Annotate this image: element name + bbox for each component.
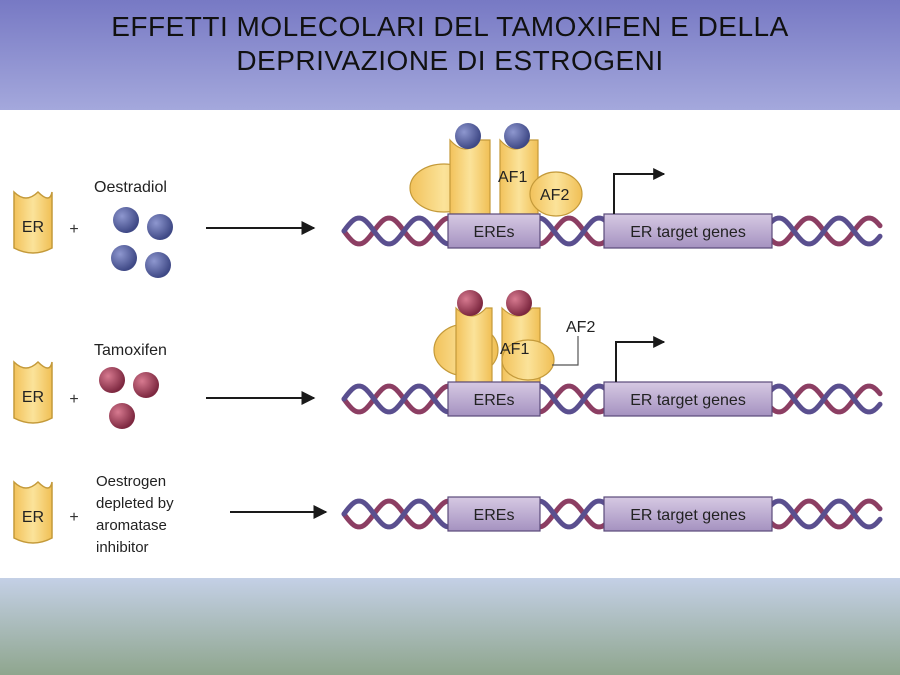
target-gene-box: ER target genes — [603, 496, 773, 532]
ligand-label-oestradiol: Oestradiol — [94, 179, 167, 196]
slide-title-line-2: DEPRIVAZIONE DI ESTROGENI — [236, 45, 664, 76]
mechanism-diagram: ER + Oestradiol AF1 AF2 EREs ER — [13, 123, 883, 556]
ligand-label-line: inhibitor — [96, 539, 149, 556]
ere-box: EREs — [447, 381, 541, 417]
target-gene-box: ER target genes — [603, 213, 773, 249]
transcription-arrow — [613, 168, 666, 214]
ere-label: EREs — [474, 224, 515, 241]
estrogen-receptor: ER — [13, 360, 53, 424]
estrogen-receptor: ER — [13, 480, 53, 544]
oestradiol-molecules — [111, 207, 173, 278]
target-gene-label: ER target genes — [630, 507, 746, 524]
af2-label: AF2 — [566, 319, 595, 336]
receptor-label: ER — [22, 389, 44, 406]
af2-pointer — [552, 336, 579, 366]
plus-sign: + — [69, 391, 78, 408]
header-banner — [0, 0, 900, 110]
slide-title: EFFETTI MOLECOLARI DEL TAMOXIFEN E DELLA… — [0, 10, 900, 78]
ligand-label-oestrogen-depleted: Oestrogen depleted by aromatase inhibito… — [96, 473, 174, 556]
estrogen-receptor: ER — [13, 190, 53, 254]
target-gene-label: ER target genes — [630, 392, 746, 409]
receptor-label: ER — [22, 509, 44, 526]
ligand-label-tamoxifen: Tamoxifen — [94, 342, 167, 359]
af1-label: AF1 — [498, 169, 527, 186]
row-tamoxifen: ER + Tamoxifen AF1 AF2 EREs ER — [13, 290, 883, 429]
af2-label: AF2 — [540, 187, 569, 204]
transcription-arrow — [615, 336, 666, 382]
ligand-label-line: aromatase — [96, 517, 167, 534]
ere-label: EREs — [474, 507, 515, 524]
row-oestradiol: ER + Oestradiol AF1 AF2 EREs ER — [13, 123, 883, 278]
target-gene-label: ER target genes — [630, 224, 746, 241]
row-oestrogen-depleted: ER + Oestrogen depleted by aromatase inh… — [13, 473, 883, 556]
ere-box: EREs — [447, 496, 541, 532]
plus-sign: + — [69, 509, 78, 526]
ere-label: EREs — [474, 392, 515, 409]
slide-title-line-1: EFFETTI MOLECOLARI DEL TAMOXIFEN E DELLA — [111, 11, 789, 42]
target-gene-box: ER target genes — [603, 381, 773, 417]
ere-box: EREs — [447, 213, 541, 249]
plus-sign: + — [69, 221, 78, 238]
receptor-label: ER — [22, 219, 44, 236]
footer-band — [0, 578, 900, 675]
er-dimer-active: AF1 AF2 — [409, 123, 583, 217]
tamoxifen-molecules — [99, 367, 159, 429]
er-dimer-tamoxifen: AF1 AF2 — [433, 290, 595, 383]
ligand-label-line: depleted by — [96, 495, 174, 512]
ligand-label-line: Oestrogen — [96, 473, 166, 490]
af1-label: AF1 — [500, 341, 529, 358]
